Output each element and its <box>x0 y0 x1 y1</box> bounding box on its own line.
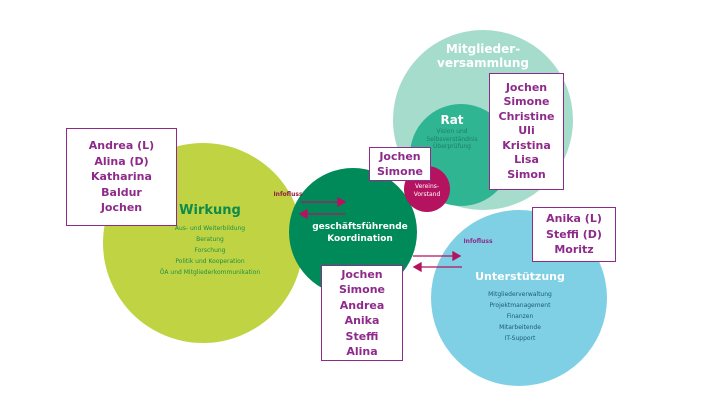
unterstuetzung-title: Unterstützung <box>475 270 565 283</box>
unterstuetzung-members-box: Anika (L)Steffi (D)Moritz <box>532 207 616 262</box>
infoflow-right-label: Infofluss <box>463 238 493 245</box>
mitglieder-label: Mitglieder-versammlung <box>437 42 529 70</box>
wirkung-title: Wirkung <box>179 203 241 218</box>
vorstand-label: Vereins-Vorstand <box>413 183 441 198</box>
rat-title: Rat <box>440 113 464 127</box>
infoflow-left-label: Infofluss <box>273 191 303 198</box>
